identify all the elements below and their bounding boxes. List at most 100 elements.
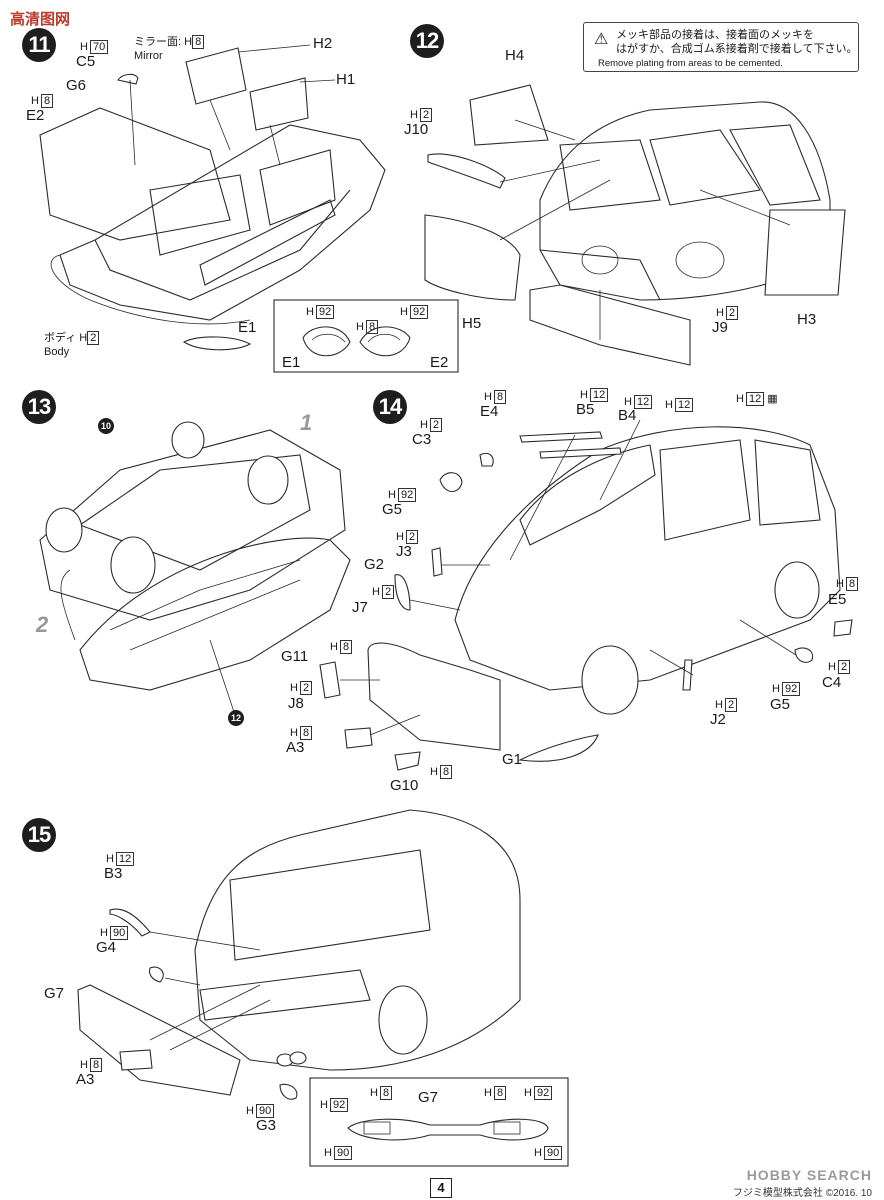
step-15-badge: 15 <box>22 818 56 852</box>
label-j3: J3 <box>396 543 412 560</box>
label-g10: G10 <box>390 777 419 794</box>
notice-jp-line1: メッキ部品の接着は、接着面のメッキを <box>616 29 814 41</box>
notice-jp-line2: はがすか、合成ゴム系接着剤で接着して下さい。 <box>616 43 858 55</box>
notice-en-text: Remove plating from areas to be cemented… <box>598 58 783 69</box>
step12-body-drawing <box>424 84 846 366</box>
inset-label-e1: E1 <box>282 354 301 371</box>
label-g7: G7 <box>44 985 65 1002</box>
label-g2: G2 <box>364 556 385 573</box>
label-c5: C5 <box>76 53 96 70</box>
label-j7: J7 <box>352 599 368 616</box>
step11-body-drawing <box>39 44 386 351</box>
warning-triangle-icon: ⚠ <box>594 31 609 48</box>
label-g4: G4 <box>96 939 117 956</box>
notice-jp-text: メッキ部品の接着は、接着面のメッキを はがすか、合成ゴム系接着剤で接着して下さい… <box>616 28 857 56</box>
label-j2: J2 <box>710 711 726 728</box>
watermark: HOBBY SEARCH <box>746 1167 872 1183</box>
body-en-label: Body <box>44 346 70 358</box>
label-e1: E1 <box>238 319 257 336</box>
label-g6: G6 <box>66 77 87 94</box>
label-h4: H4 <box>505 47 525 64</box>
plating-notice: ⚠ メッキ部品の接着は、接着面のメッキを はがすか、合成ゴム系接着剤で接着して下… <box>583 22 859 72</box>
label-e2: E2 <box>26 107 45 124</box>
label-e4: E4 <box>480 403 499 420</box>
mirror-en-label: Mirror <box>134 50 163 62</box>
label-j9: J9 <box>712 319 728 336</box>
label-a3-rear: A3 <box>76 1071 95 1088</box>
chequer-icon: ▦ <box>767 393 778 405</box>
ref-step-12-badge: 12 <box>228 710 244 726</box>
ref-number-2: 2 <box>36 612 49 637</box>
label-g11: G11 <box>281 648 309 665</box>
step13-chassis-drawing <box>39 421 351 716</box>
label-b4: B4 <box>618 407 637 424</box>
label-h3: H3 <box>797 311 817 328</box>
label-g1: G1 <box>502 751 523 768</box>
label-h5: H5 <box>462 315 482 332</box>
label-b3: B3 <box>104 865 123 882</box>
inset-label-g7: G7 <box>418 1089 439 1106</box>
step-12-badge: 12 <box>410 24 444 58</box>
label-j10: J10 <box>404 121 429 138</box>
site-logo: 高清图网 <box>10 11 71 28</box>
label-g3: G3 <box>256 1117 277 1134</box>
step14-car-drawing <box>319 419 853 771</box>
label-h1: H1 <box>336 71 356 88</box>
step-14-badge: 14 <box>373 390 407 424</box>
label-a3-front: A3 <box>286 739 305 756</box>
label-g5-side: G5 <box>770 696 791 713</box>
step-13-badge: 13 <box>22 390 56 424</box>
label-e5: E5 <box>828 591 847 608</box>
step15-rear-drawing <box>77 809 521 1100</box>
copyright: フジミ模型株式会社 ©2016. 10 <box>732 1188 872 1199</box>
step-11-badge: 11 <box>22 28 56 62</box>
ref-number-1: 1 <box>300 410 313 435</box>
page-number: 4 <box>430 1178 452 1198</box>
label-b5: B5 <box>576 401 595 418</box>
label-c3: C3 <box>412 431 432 448</box>
inset-label-e2: E2 <box>430 354 449 371</box>
label-j8: J8 <box>288 695 304 712</box>
label-c4: C4 <box>822 674 842 691</box>
label-h2: H2 <box>313 35 333 52</box>
label-g5-front: G5 <box>382 501 403 518</box>
